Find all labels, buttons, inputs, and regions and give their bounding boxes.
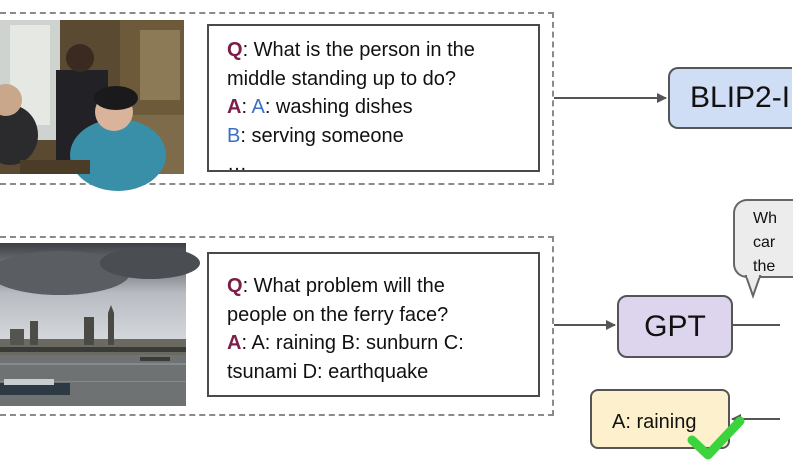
answer-key: A: [227, 96, 242, 118]
question-text: : What problem will the: [242, 275, 445, 297]
top-example-frame: [0, 12, 554, 185]
blip-model-box: BLIP2-I: [668, 67, 792, 129]
option-b-text: : serving someone: [240, 124, 404, 147]
blip-model-label: BLIP2-I: [690, 81, 791, 114]
answer-text: : A: raining B: sunburn C:: [241, 332, 464, 354]
bottom-answer-line: A: A: raining B: sunburn C:: [227, 329, 524, 358]
bubble-tail: [744, 275, 762, 300]
speech-bubble: Wh car the: [733, 199, 793, 278]
gpt-model-label: GPT: [644, 309, 706, 343]
option-a-letter: A: [251, 96, 265, 118]
bottom-question-box: Q: What problem will the people on the f…: [207, 252, 540, 397]
answer-text-2: tsunami D: earthquake: [227, 360, 429, 383]
top-ellipsis: …: [227, 150, 524, 179]
top-question-line-2: middle standing up to do?: [227, 65, 524, 94]
question-text-2: people on the ferry face?: [227, 303, 449, 326]
bottom-example-frame: [0, 236, 554, 416]
top-option-a: A: A: washing dishes: [227, 93, 524, 122]
bottom-question-line-2: people on the ferry face?: [227, 301, 524, 330]
gpt-model-box: GPT: [617, 295, 733, 358]
bottom-question-line: Q: What problem will the: [227, 272, 524, 301]
question-text-2: middle standing up to do?: [227, 67, 457, 90]
question-key: Q: [227, 39, 243, 61]
top-question-box: Q: What is the person in the middle stan…: [207, 24, 540, 175]
bottom-answer-line-2: tsunami D: earthquake: [227, 358, 524, 387]
final-answer-box: A: raining: [590, 389, 730, 449]
bubble-line-2: car: [753, 234, 776, 251]
top-question-line: Q: What is the person in the: [227, 36, 524, 65]
ellipsis: …: [227, 153, 247, 175]
bubble-line-3: the: [753, 258, 776, 275]
option-a-text: : washing dishes: [264, 96, 413, 118]
answer-sep: :: [241, 96, 252, 118]
question-text: : What is the person in the: [242, 39, 475, 61]
answer-key: A: [227, 332, 242, 354]
question-key: Q: [227, 275, 243, 297]
final-answer-text: A: raining: [612, 411, 697, 433]
ferry-photo: [0, 243, 200, 406]
check-icon: [687, 416, 745, 460]
top-option-b: B: serving someone: [227, 122, 524, 151]
kitchen-photo: [0, 20, 184, 191]
option-b-letter: B: [227, 124, 241, 147]
bubble-line-1: Wh: [753, 210, 777, 227]
